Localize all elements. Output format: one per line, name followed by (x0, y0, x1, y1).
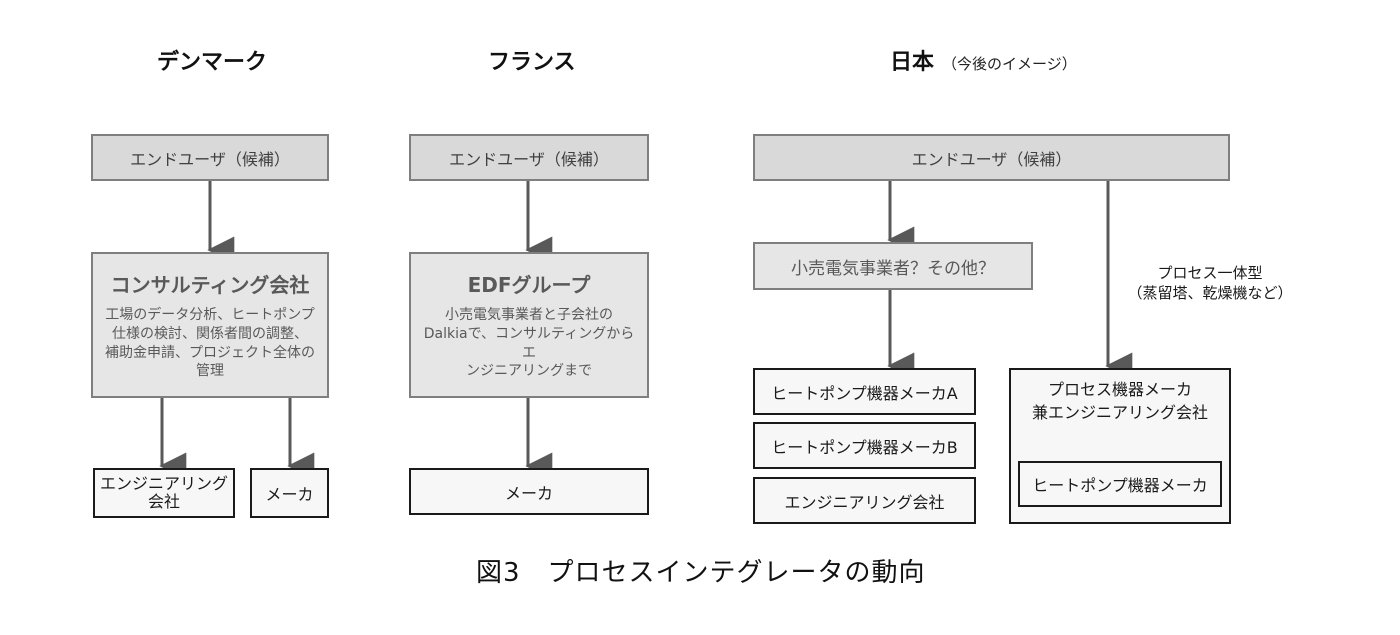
dk-consulting-desc: 工場のデータ分析、ヒートポンプ 仕様の検討、関係者間の調整、 補助金申請、プロジ… (105, 306, 315, 380)
jp-maker-b-box: ヒートポンプ機器メーカB (753, 422, 976, 469)
fr-edf-box: EDFグループ 小売電気事業者と子会社の Dalkiaで、コンサルティングからエ… (409, 252, 649, 398)
jp-maker-a-box: ヒートポンプ機器メーカA (753, 368, 976, 415)
dk-end-user-box: エンドユーザ（候補） (91, 134, 329, 181)
jp-process-note: プロセス一体型 （蒸留塔、乾燥機など） (1127, 264, 1293, 303)
dk-maker-box: メーカ (250, 468, 329, 518)
fr-edf-desc: 小売電気事業者と子会社の Dalkiaで、コンサルティングからエ ンジニアリング… (423, 306, 635, 380)
jp-end-user-box: エンドユーザ（候補） (753, 134, 1230, 181)
japan-title-main: 日本 (890, 50, 935, 75)
jp-maker-a-label: ヒートポンプ機器メーカA (771, 383, 958, 403)
dk-engineering-box: エンジニアリング 会社 (93, 468, 235, 518)
dk-consulting-title: コンサルティング会社 (110, 272, 310, 297)
dk-end-user-label: エンドユーザ（候補） (130, 149, 290, 169)
fr-maker-label: メーカ (504, 483, 553, 503)
jp-process-maker-label: プロセス機器メーカ 兼エンジニアリング会社 (1031, 380, 1208, 423)
dk-maker-label: メーカ (265, 485, 314, 504)
jp-end-user-label: エンドユーザ（候補） (911, 149, 1072, 169)
japan-title: 日本 （今後のイメージ） (890, 44, 1077, 76)
fr-maker-box: メーカ (409, 468, 649, 515)
jp-hp-maker-box: ヒートポンプ機器メーカ (1018, 461, 1222, 507)
france-title: フランス (488, 50, 576, 75)
jp-engineering-box: エンジニアリング会社 (753, 477, 976, 524)
denmark-title: デンマーク (157, 50, 268, 75)
dk-engineering-label: エンジニアリング 会社 (99, 473, 228, 511)
jp-retailer-label: 小売電気事業者？その他？ (791, 258, 995, 279)
fr-edf-title: EDFグループ (467, 272, 591, 297)
figure-caption: 図3 プロセスインテグレータの動向 (476, 558, 926, 588)
jp-maker-b-label: ヒートポンプ機器メーカB (771, 437, 958, 457)
fr-end-user-box: エンドユーザ（候補） (409, 134, 649, 181)
japan-subtitle: （今後のイメージ） (942, 55, 1077, 73)
jp-retailer-box: 小売電気事業者？その他？ (753, 242, 1033, 290)
jp-engineering-label: エンジニアリング会社 (784, 492, 945, 512)
fr-end-user-label: エンドユーザ（候補） (449, 149, 609, 169)
jp-hp-maker-label: ヒートポンプ機器メーカ (1032, 476, 1208, 495)
dk-consulting-box: コンサルティング会社 工場のデータ分析、ヒートポンプ 仕様の検討、関係者間の調整… (91, 252, 329, 398)
